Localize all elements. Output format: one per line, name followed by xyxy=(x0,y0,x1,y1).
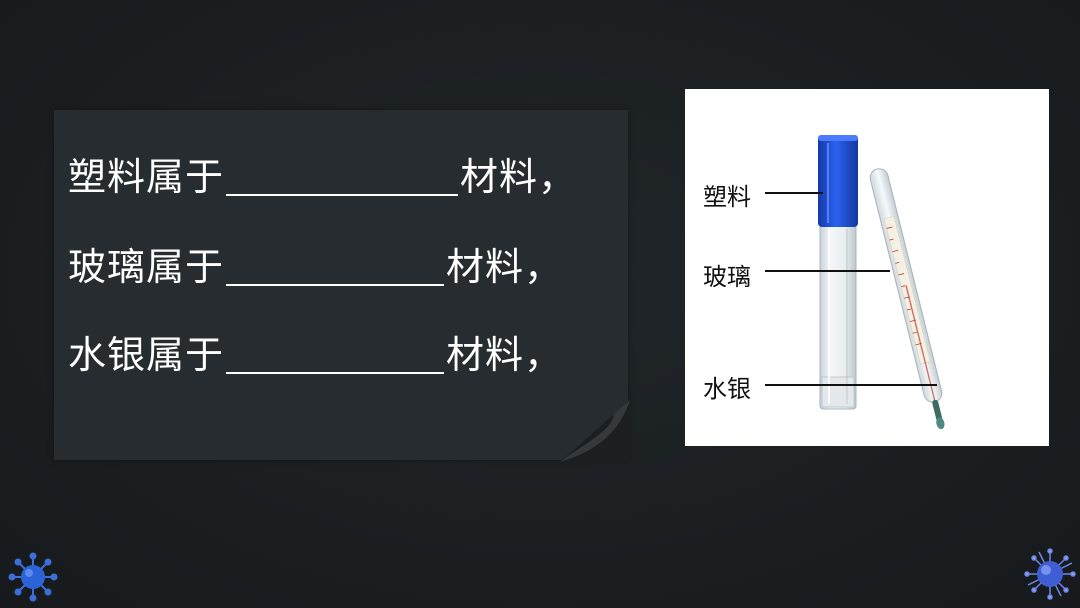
answer-blank[interactable] xyxy=(226,152,459,196)
plastic-case xyxy=(819,223,857,410)
answer-blank[interactable] xyxy=(226,330,445,374)
question-suffix: 材料， xyxy=(446,245,564,289)
question-line-plastic: 塑料属于 材料， xyxy=(68,152,577,202)
virus-icon xyxy=(8,552,58,602)
blue-cap xyxy=(818,135,858,227)
question-prefix: 塑料属于 xyxy=(68,155,225,199)
page-curl-decoration xyxy=(560,400,630,462)
question-suffix: 材料， xyxy=(460,155,578,199)
label-mercury: 水银 xyxy=(703,375,751,403)
thermometer-diagram: 塑料 玻璃 水银 xyxy=(685,89,1049,446)
answer-blank[interactable] xyxy=(226,242,445,286)
question-line-mercury: 水银属于 材料， xyxy=(68,330,563,380)
thermometer-illustration xyxy=(765,135,945,430)
label-glass: 玻璃 xyxy=(703,263,751,291)
label-plastic: 塑料 xyxy=(703,183,751,211)
question-line-glass: 玻璃属于 材料， xyxy=(68,242,563,292)
question-prefix: 玻璃属于 xyxy=(68,245,225,289)
virus-icon xyxy=(1024,548,1076,600)
question-suffix: 材料， xyxy=(446,333,564,377)
glass-thermometer xyxy=(869,168,945,430)
question-prefix: 水银属于 xyxy=(68,333,225,377)
